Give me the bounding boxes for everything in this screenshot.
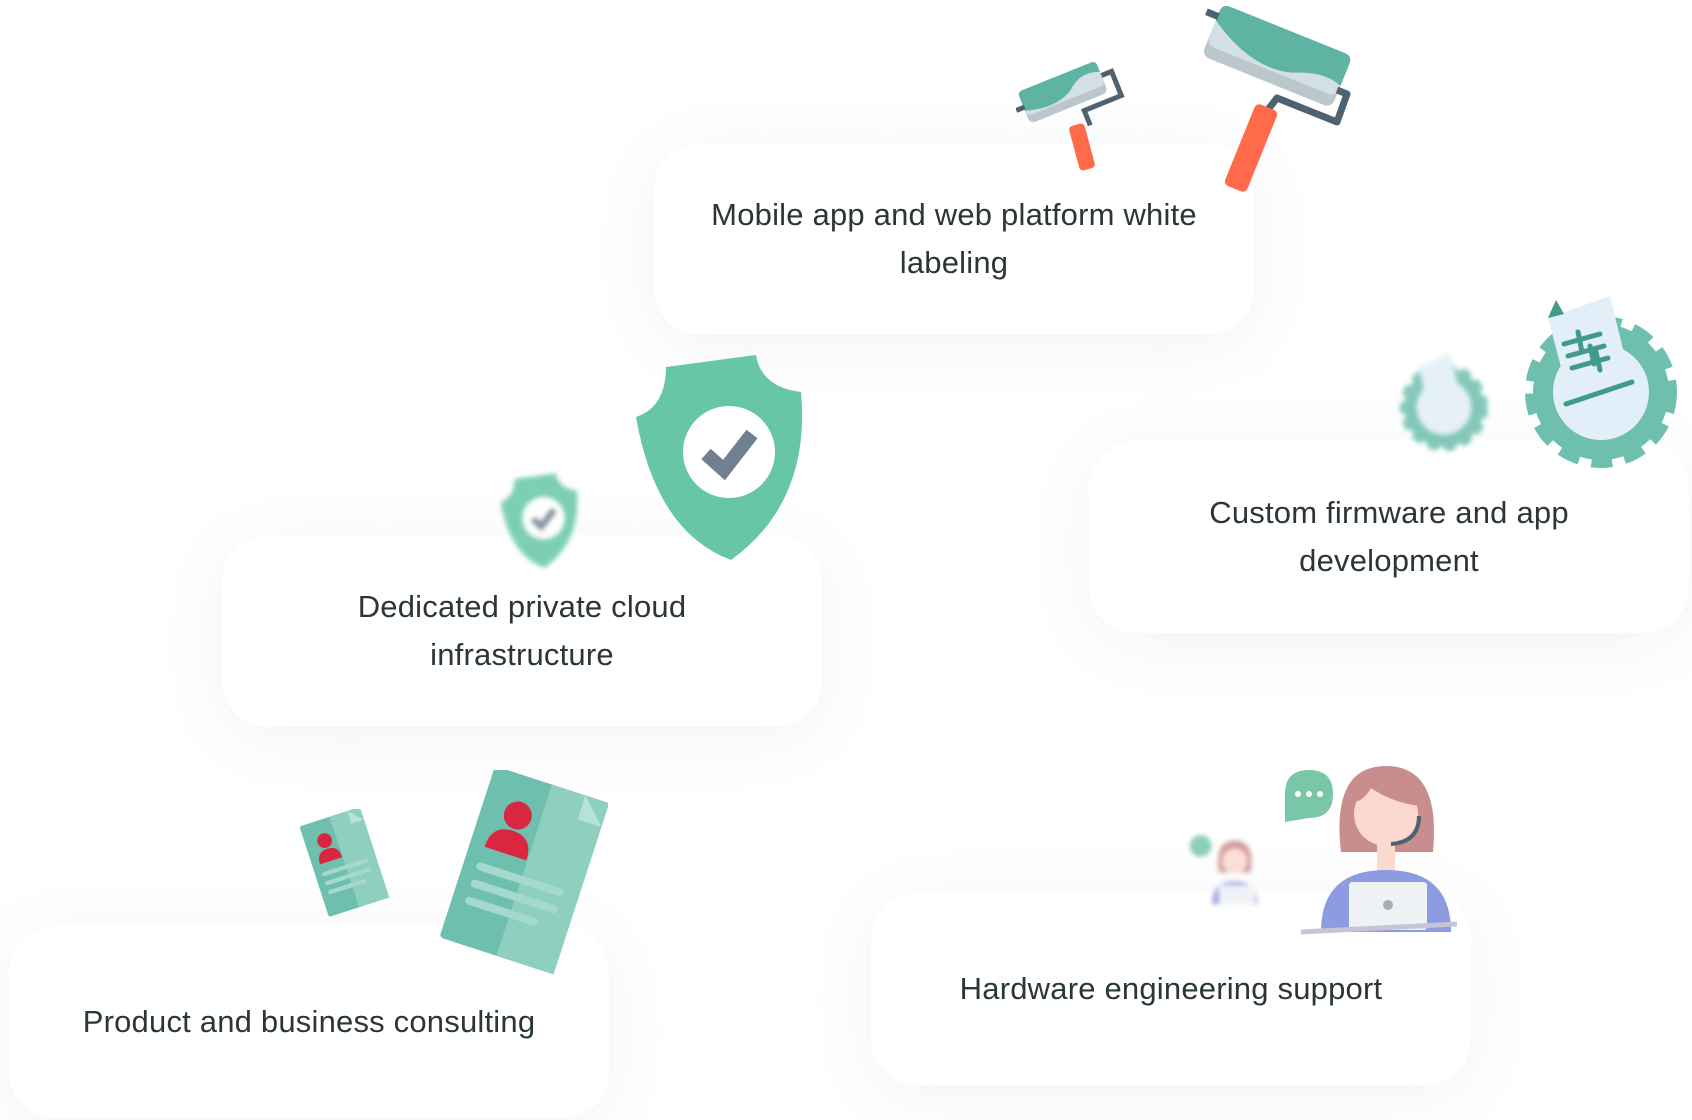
- paint-roller-icon: [1016, 62, 1125, 171]
- shield-check-icon: [500, 473, 578, 568]
- profile-document-icon: [440, 770, 608, 975]
- feature-label: Hardware engineering support: [959, 971, 1383, 1006]
- paint-roller-icon: [1204, 5, 1351, 192]
- shield-check-icon: [636, 355, 803, 560]
- feature-label: Product and business consulting: [82, 1004, 536, 1039]
- gear-document-icon: [1525, 296, 1677, 468]
- feature-card-hardware-support: Hardware engineering support: [871, 893, 1471, 1085]
- feature-label: Custom firmware and app development: [1209, 495, 1569, 578]
- support-agent-icon: [1285, 766, 1457, 935]
- feature-label: Dedicated private cloud infrastructure: [357, 589, 687, 672]
- feature-card-firmware: Custom firmware and app development: [1089, 441, 1689, 633]
- feature-card-white-labeling: Mobile app and web platform white labeli…: [654, 143, 1254, 335]
- profile-document-icon: [300, 809, 390, 917]
- support-agent-icon: [1189, 835, 1258, 906]
- feature-card-private-cloud: Dedicated private cloud infrastructure: [222, 535, 822, 727]
- gear-document-icon: [1399, 353, 1488, 452]
- feature-label: Mobile app and web platform white labeli…: [711, 197, 1197, 280]
